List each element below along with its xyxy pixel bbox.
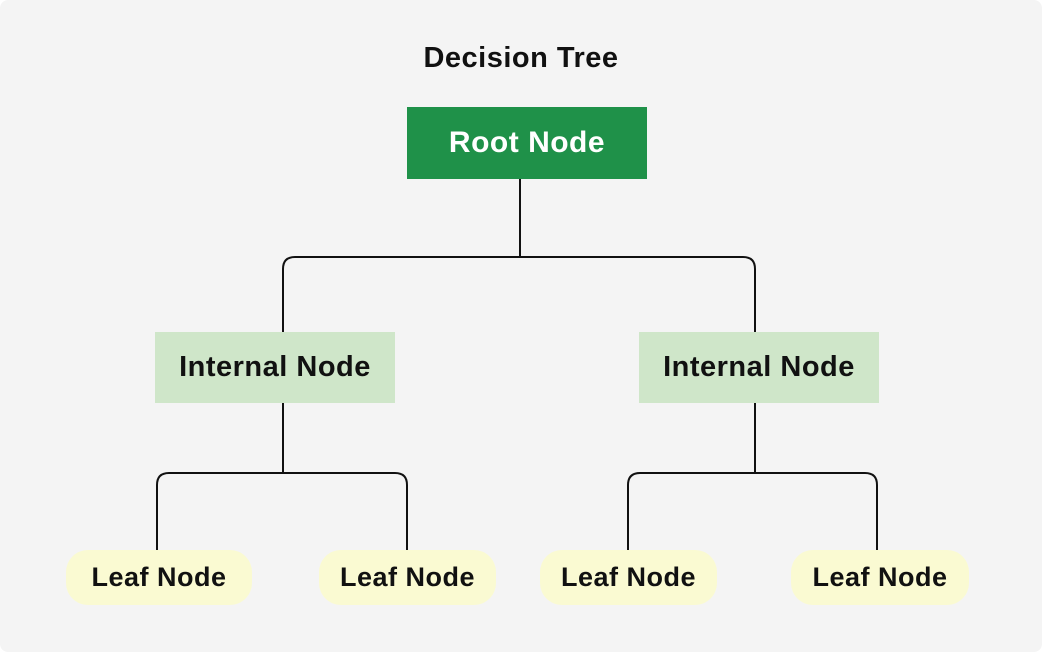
internal-node-right: Internal Node bbox=[639, 332, 879, 403]
diagram-title: Decision Tree bbox=[423, 42, 619, 74]
leaf-node-4: Leaf Node bbox=[791, 550, 969, 605]
root-node: Root Node bbox=[407, 107, 647, 179]
leaf-node-3: Leaf Node bbox=[540, 550, 717, 605]
leaf-node-2: Leaf Node bbox=[319, 550, 496, 605]
leaf-node-1: Leaf Node bbox=[66, 550, 252, 605]
connector-root-bracket bbox=[282, 256, 756, 334]
connector-internal-left-bracket bbox=[156, 472, 408, 552]
connector-internal-right-bracket bbox=[627, 472, 878, 552]
internal-node-left: Internal Node bbox=[155, 332, 395, 403]
